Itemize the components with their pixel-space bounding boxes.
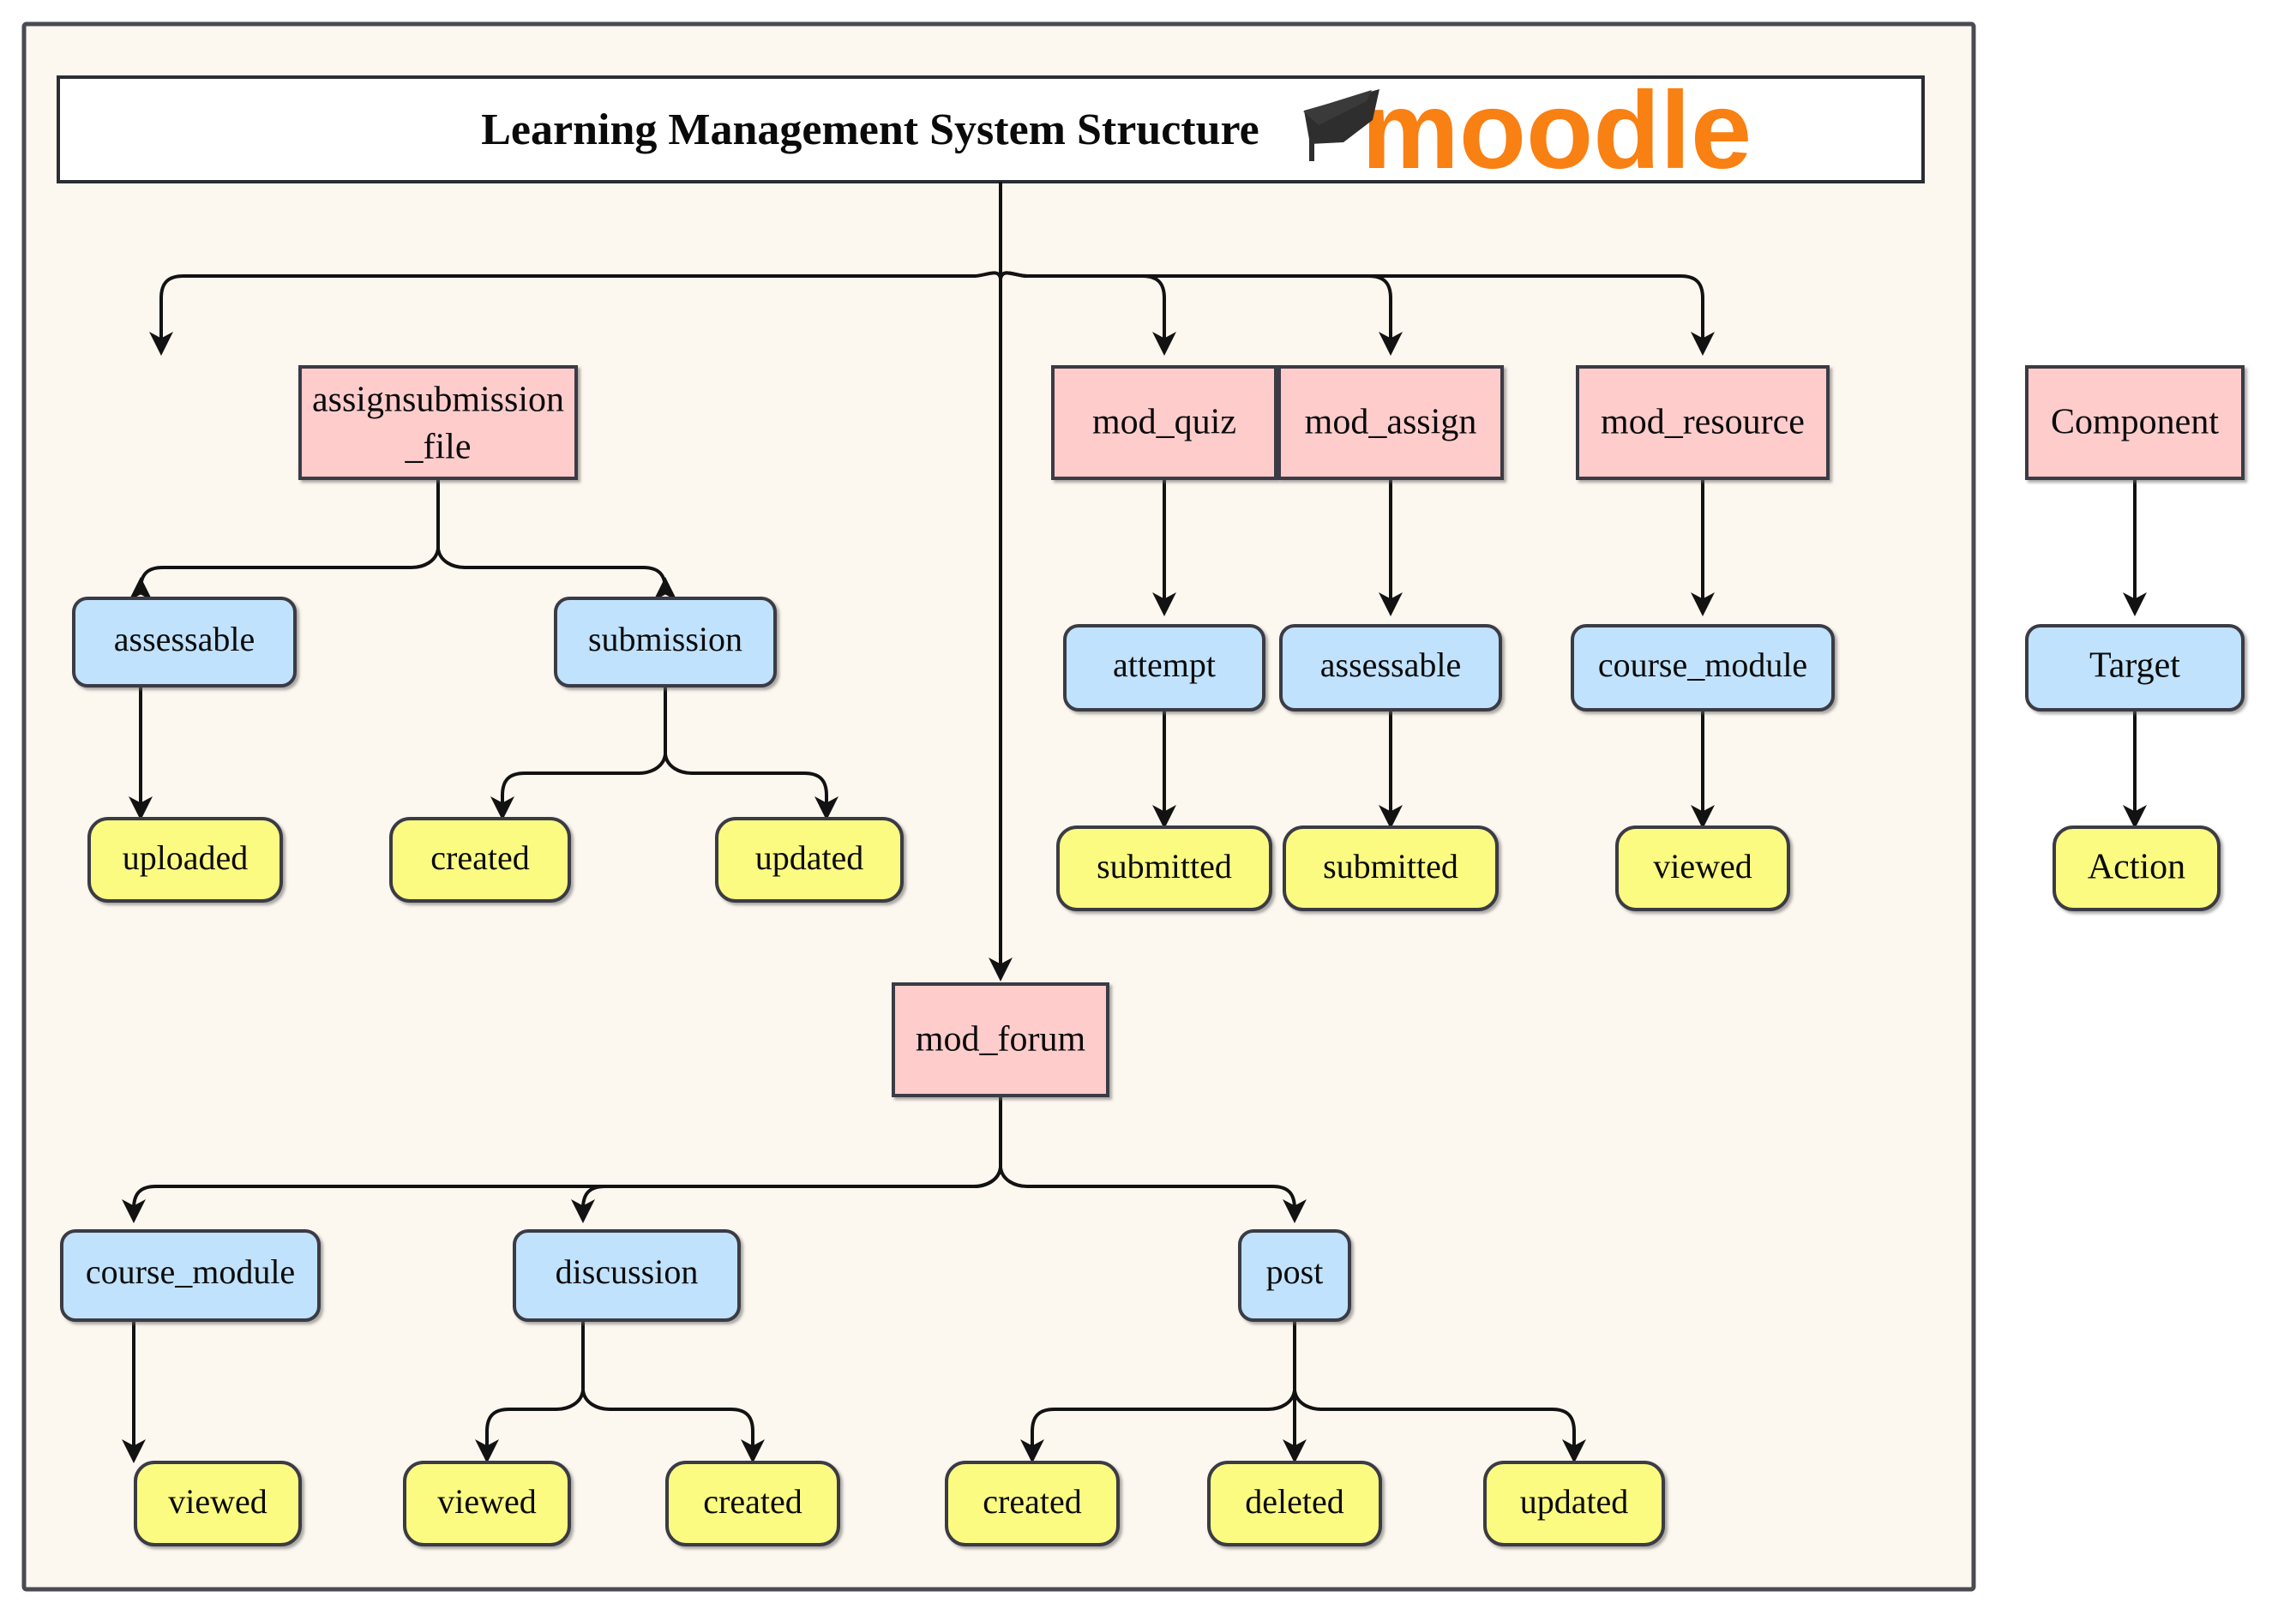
node-label: assignsubmission bbox=[312, 381, 564, 420]
node-label: mod_forum bbox=[916, 1020, 1086, 1060]
edge-discussion-to-viewed bbox=[475, 1390, 585, 1463]
edge-post-to-updated bbox=[1293, 1390, 1586, 1463]
node-label: submission bbox=[588, 620, 742, 658]
moodle-wordmark: moodle bbox=[1361, 69, 1752, 192]
node-label: viewed bbox=[1653, 847, 1752, 886]
node-label: submitted bbox=[1323, 847, 1458, 886]
node-asf-submission[interactable]: submission bbox=[554, 597, 777, 687]
node-label: submitted bbox=[1097, 847, 1232, 886]
edge-forum-to-discussion bbox=[571, 1167, 1002, 1223]
node-asf-submission-created[interactable]: created bbox=[389, 817, 571, 903]
node-label: updated bbox=[1520, 1482, 1629, 1521]
legend-label: Target bbox=[2089, 646, 2180, 686]
legend-component[interactable]: Component bbox=[2025, 365, 2245, 480]
node-forum-discussion-created[interactable]: created bbox=[665, 1461, 840, 1546]
node-label: viewed bbox=[437, 1482, 537, 1521]
node-label: viewed bbox=[168, 1482, 267, 1521]
edge-post-to-created bbox=[1020, 1390, 1296, 1463]
node-forum-post[interactable]: post bbox=[1238, 1229, 1351, 1322]
edge-submission-to-updated bbox=[664, 753, 838, 820]
node-forum-course-module[interactable]: course_module bbox=[60, 1229, 321, 1322]
node-label: mod_resource bbox=[1601, 403, 1805, 442]
node-mod-quiz[interactable]: mod_quiz bbox=[1051, 365, 1277, 480]
edge-root-to-mod-resource bbox=[999, 271, 1715, 356]
edge-submission-to-created bbox=[490, 753, 667, 820]
node-assign-assessable-submitted[interactable]: submitted bbox=[1283, 826, 1499, 911]
node-label: uploaded bbox=[123, 838, 249, 877]
node-resource-course-module[interactable]: course_module bbox=[1571, 624, 1835, 711]
node-label: post bbox=[1266, 1252, 1324, 1291]
node-asf-submission-updated[interactable]: updated bbox=[715, 817, 904, 903]
page-title: Learning Management System Structure bbox=[481, 105, 1259, 154]
node-mod-resource[interactable]: mod_resource bbox=[1576, 365, 1830, 480]
node-label: mod_assign bbox=[1305, 403, 1477, 442]
node-label: created bbox=[983, 1482, 1081, 1521]
node-label: mod_quiz bbox=[1092, 403, 1236, 442]
node-label-line2: _file bbox=[405, 428, 472, 467]
moodle-logo: moodle bbox=[1303, 69, 1752, 192]
node-label: deleted bbox=[1245, 1482, 1344, 1521]
node-quiz-attempt-submitted[interactable]: submitted bbox=[1056, 826, 1272, 911]
title-box-frame bbox=[57, 75, 1925, 183]
edge-discussion-to-created bbox=[581, 1390, 765, 1463]
node-forum-post-updated[interactable]: updated bbox=[1483, 1461, 1665, 1546]
node-forum-post-deleted[interactable]: deleted bbox=[1207, 1461, 1382, 1546]
node-mod-assign[interactable]: mod_assign bbox=[1277, 365, 1504, 480]
legend-action[interactable]: Action bbox=[2053, 826, 2221, 911]
node-label: created bbox=[703, 1482, 802, 1521]
legend-target[interactable]: Target bbox=[2025, 624, 2245, 711]
legend-label: Component bbox=[2051, 403, 2219, 442]
edge-forum-to-post bbox=[999, 1167, 1307, 1223]
node-label: course_module bbox=[1598, 645, 1807, 684]
node-label: course_module bbox=[86, 1252, 295, 1291]
edge-asf-to-assessable bbox=[129, 548, 440, 601]
node-asf-assessable[interactable]: assessable bbox=[72, 597, 297, 687]
diagram-title-box: Learning Management System Structure moo… bbox=[57, 69, 1925, 192]
graduation-cap-icon bbox=[1303, 89, 1379, 161]
node-label: created bbox=[430, 838, 529, 877]
node-label: discussion bbox=[556, 1252, 699, 1291]
node-asf-assessable-uploaded[interactable]: uploaded bbox=[87, 817, 283, 903]
legend-label: Action bbox=[2088, 848, 2185, 887]
edge-asf-to-submission bbox=[436, 548, 677, 601]
node-assignsubmission-file[interactable]: assignsubmission _file bbox=[298, 365, 578, 480]
node-quiz-attempt[interactable]: attempt bbox=[1063, 624, 1265, 711]
node-forum-discussion[interactable]: discussion bbox=[513, 1229, 741, 1322]
node-assign-assessable[interactable]: assessable bbox=[1279, 624, 1502, 711]
node-resource-cm-viewed[interactable]: viewed bbox=[1615, 826, 1790, 911]
node-label: attempt bbox=[1113, 645, 1216, 684]
node-forum-post-created[interactable]: created bbox=[945, 1461, 1120, 1546]
edge-layer bbox=[122, 182, 2147, 1463]
edge-root-to-assignsubmission-file bbox=[149, 271, 1002, 356]
node-mod-forum[interactable]: mod_forum bbox=[892, 982, 1109, 1097]
node-label: assessable bbox=[1320, 645, 1461, 684]
node-label: updated bbox=[755, 838, 864, 877]
node-label: assessable bbox=[114, 620, 255, 658]
node-forum-discussion-viewed[interactable]: viewed bbox=[403, 1461, 571, 1546]
node-forum-cm-viewed[interactable]: viewed bbox=[134, 1461, 302, 1546]
